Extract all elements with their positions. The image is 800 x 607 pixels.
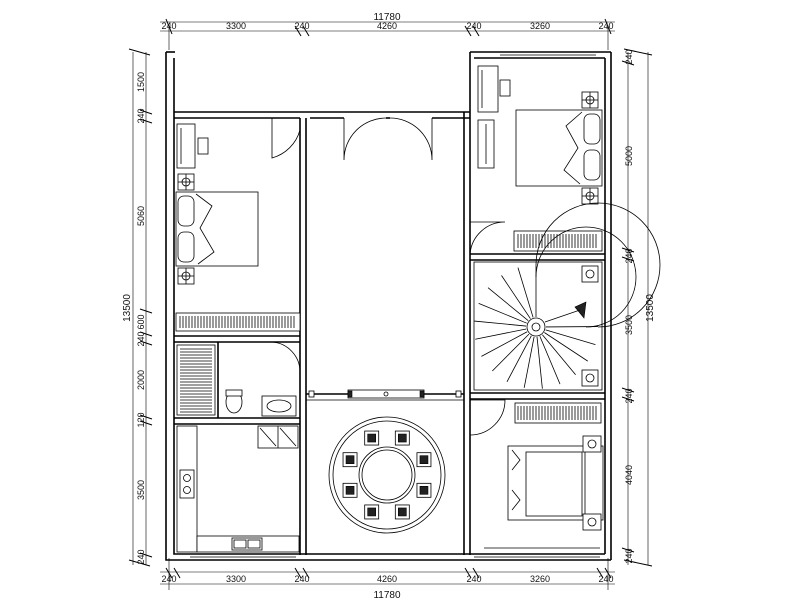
stair-tread — [507, 336, 531, 382]
stair-outer-arc — [536, 203, 660, 327]
bathroom — [177, 345, 296, 416]
top-dimension-chain: 11780 240 3300 240 4260 240 3260 240 — [160, 12, 615, 50]
right-dimension-chain: 240 5000 240 3500 240 4040 240 13500 — [622, 49, 656, 566]
round-dining-table — [359, 447, 415, 503]
dining-chair — [417, 483, 431, 497]
bottom-dim-seg-7: 240 — [598, 574, 613, 584]
right-dim-seg-7: 240 — [624, 548, 634, 563]
top-dim-seg-1: 240 — [161, 21, 176, 31]
stair-tread — [502, 275, 531, 318]
pillow — [178, 232, 194, 262]
desk — [177, 124, 195, 168]
dining-chair — [365, 505, 379, 519]
bedroom-left-door — [272, 118, 300, 158]
bottom-total-dimension: 11780 — [373, 590, 401, 601]
stair-tread — [544, 333, 587, 362]
dining-chair — [343, 483, 357, 497]
dining-chair — [365, 431, 379, 445]
left-dim-seg-7: 120 — [136, 412, 146, 427]
right-dim-seg-1: 240 — [624, 49, 634, 64]
left-dim-seg-3: 5060 — [136, 206, 146, 226]
wardrobe-lower — [515, 403, 601, 423]
stair-direction-arrow — [575, 302, 586, 318]
stair-tread — [537, 337, 542, 389]
top-dim-seg-3: 240 — [294, 21, 309, 31]
left-bedroom — [176, 124, 300, 331]
bedroom-lower-right-door — [470, 400, 505, 435]
left-total-dimension: 13500 — [122, 294, 133, 322]
left-dim-seg-1: 1500 — [136, 72, 146, 92]
main-double-door-right — [390, 118, 432, 160]
top-dim-seg-2: 3300 — [226, 21, 246, 31]
stair-tread — [475, 329, 526, 339]
left-dim-seg-5: 240 — [136, 331, 146, 346]
pillow — [178, 196, 194, 226]
bottom-dim-seg-4: 4260 — [377, 574, 397, 584]
bottom-dim-seg-5: 240 — [466, 574, 481, 584]
dining-chair — [343, 453, 357, 467]
main-double-door-left — [344, 118, 386, 160]
dining-chair — [417, 453, 431, 467]
bottom-dim-seg-1: 240 — [161, 574, 176, 584]
left-dim-seg-8: 3500 — [136, 480, 146, 500]
stair-tread — [518, 268, 533, 318]
shower-area — [177, 345, 215, 415]
right-dim-seg-6: 4040 — [624, 465, 634, 485]
bottom-dimension-chain: 240 3300 240 4260 240 3260 240 11780 — [160, 558, 615, 601]
top-dim-seg-7: 240 — [598, 21, 613, 31]
desk-chair — [198, 138, 208, 154]
stair-tread — [492, 334, 529, 371]
stair-tread — [546, 330, 596, 345]
desk-right — [478, 66, 498, 112]
dining-area — [329, 417, 445, 533]
bottom-dim-seg-3: 240 — [294, 574, 309, 584]
top-dim-seg-6: 3260 — [530, 21, 550, 31]
dining-chair — [395, 431, 409, 445]
right-lower-bedroom — [484, 403, 603, 548]
right-dim-seg-4: 3500 — [624, 315, 634, 335]
left-dim-seg-9: 240 — [136, 549, 146, 564]
kitchen — [177, 426, 299, 552]
desk-chair-right — [500, 80, 510, 96]
left-dim-seg-2: 240 — [136, 108, 146, 123]
left-dim-seg-6: 2000 — [136, 370, 146, 390]
bottom-dim-seg-6: 3260 — [530, 574, 550, 584]
stair-tread — [524, 337, 534, 388]
right-dim-seg-5: 240 — [624, 388, 634, 403]
bedroom-right-door — [470, 222, 505, 254]
bathroom-door — [272, 342, 300, 372]
stair-tread — [474, 321, 526, 326]
right-dim-seg-2: 5000 — [624, 146, 634, 166]
stair-tread — [481, 332, 527, 357]
bottom-dim-seg-2: 3300 — [226, 574, 246, 584]
left-dim-seg-4: 600 — [136, 314, 146, 329]
top-dim-seg-5: 240 — [466, 21, 481, 31]
dining-chair — [395, 505, 409, 519]
top-dim-seg-4: 4260 — [377, 21, 397, 31]
left-dimension-chain: 13500 1500 240 5060 600 240 2000 120 350… — [122, 49, 152, 566]
